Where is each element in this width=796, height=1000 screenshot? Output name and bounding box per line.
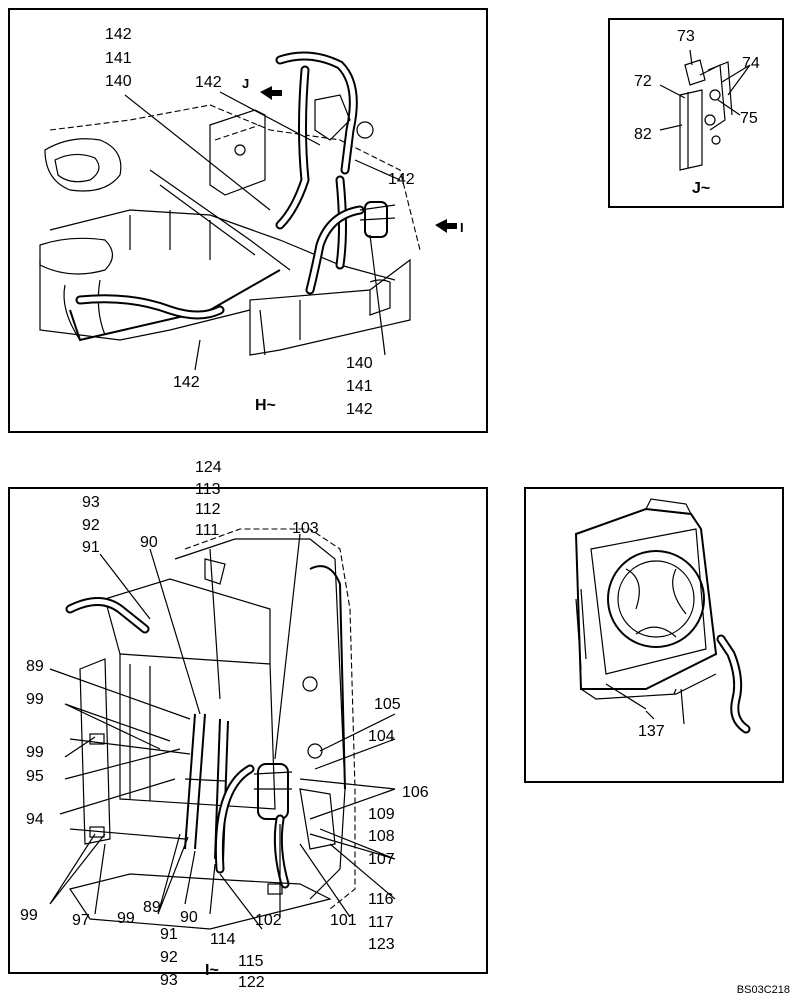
label-i-90b: 90 (180, 909, 198, 926)
label-j-72: 72 (634, 73, 652, 90)
label-j-82: 82 (634, 126, 652, 143)
label-i-92a: 92 (82, 517, 100, 534)
view-label-i: I~ (205, 962, 219, 979)
label-h-142b: 142 (195, 74, 222, 91)
label-i-113: 113 (195, 481, 221, 498)
label-h-141a: 141 (105, 50, 132, 67)
view-label-j: J~ (692, 180, 711, 197)
panel-view-i: 124 113 112 111 103 93 92 91 90 89 99 10… (8, 459, 488, 991)
label-j-75: 75 (740, 110, 758, 127)
label-i-108: 108 (368, 828, 395, 845)
label-i-99c: 99 (20, 907, 38, 924)
label-h-142d: 142 (346, 401, 373, 418)
label-j-74: 74 (742, 55, 760, 72)
label-i-90a: 90 (140, 534, 158, 551)
label-i-112: 112 (195, 501, 221, 518)
panel-view-h: 142 141 140 142 142 140 141 142 142 J I … (8, 8, 488, 433)
cooler-assembly-drawing (49, 528, 396, 930)
label-i-116: 116 (368, 891, 394, 908)
label-i-99d: 99 (117, 910, 135, 927)
label-h-140b: 140 (346, 355, 373, 372)
panel-view-j: 73 72 74 75 82 J~ (608, 18, 784, 208)
label-i-97: 97 (72, 912, 90, 929)
label-i-106: 106 (402, 784, 429, 801)
label-i-99a: 99 (26, 691, 44, 708)
label-j-73: 73 (677, 28, 695, 45)
fan-radiator-drawing (574, 498, 751, 734)
label-i-99b: 99 (26, 744, 44, 761)
label-i-102: 102 (255, 912, 282, 929)
marker-i-arrow-label: I (460, 220, 464, 235)
label-i-123: 123 (368, 936, 395, 953)
label-i-115: 115 (238, 953, 264, 970)
label-i-93b: 93 (160, 972, 178, 989)
label-i-89b: 89 (143, 899, 161, 916)
label-i-91b: 91 (160, 926, 178, 943)
marker-j-arrow-label: J (242, 76, 250, 91)
label-i-92b: 92 (160, 949, 178, 966)
label-i-107: 107 (368, 851, 395, 868)
label-i-94: 94 (26, 811, 44, 828)
label-i-124: 124 (195, 459, 222, 476)
label-i-95: 95 (26, 768, 44, 785)
label-i-117: 117 (368, 914, 394, 931)
label-i-89a: 89 (26, 658, 44, 675)
label-i-114: 114 (210, 931, 236, 948)
label-i-103: 103 (292, 520, 319, 537)
label-h-140a: 140 (105, 73, 132, 90)
label-h-141b: 141 (346, 378, 373, 395)
label-i-109: 109 (368, 806, 395, 823)
machine-frame-drawing (39, 51, 457, 371)
label-i-105: 105 (374, 696, 401, 713)
label-h-142a: 142 (105, 26, 132, 43)
view-label-h: H~ (255, 397, 276, 414)
label-i-122: 122 (238, 974, 265, 991)
label-i-91a: 91 (82, 539, 100, 556)
drawing-code: BS03C218 (736, 984, 790, 996)
label-h-142c: 142 (388, 171, 415, 188)
label-i-104: 104 (368, 728, 395, 745)
label-i-93a: 93 (82, 494, 100, 511)
label-i-101: 101 (330, 912, 357, 929)
label-h-142e: 142 (173, 374, 200, 391)
label-i-111: 111 (195, 522, 220, 539)
bracket-drawing (659, 49, 751, 171)
label-detail-137: 137 (638, 723, 665, 740)
panel-detail-fan: 137 (524, 487, 784, 783)
